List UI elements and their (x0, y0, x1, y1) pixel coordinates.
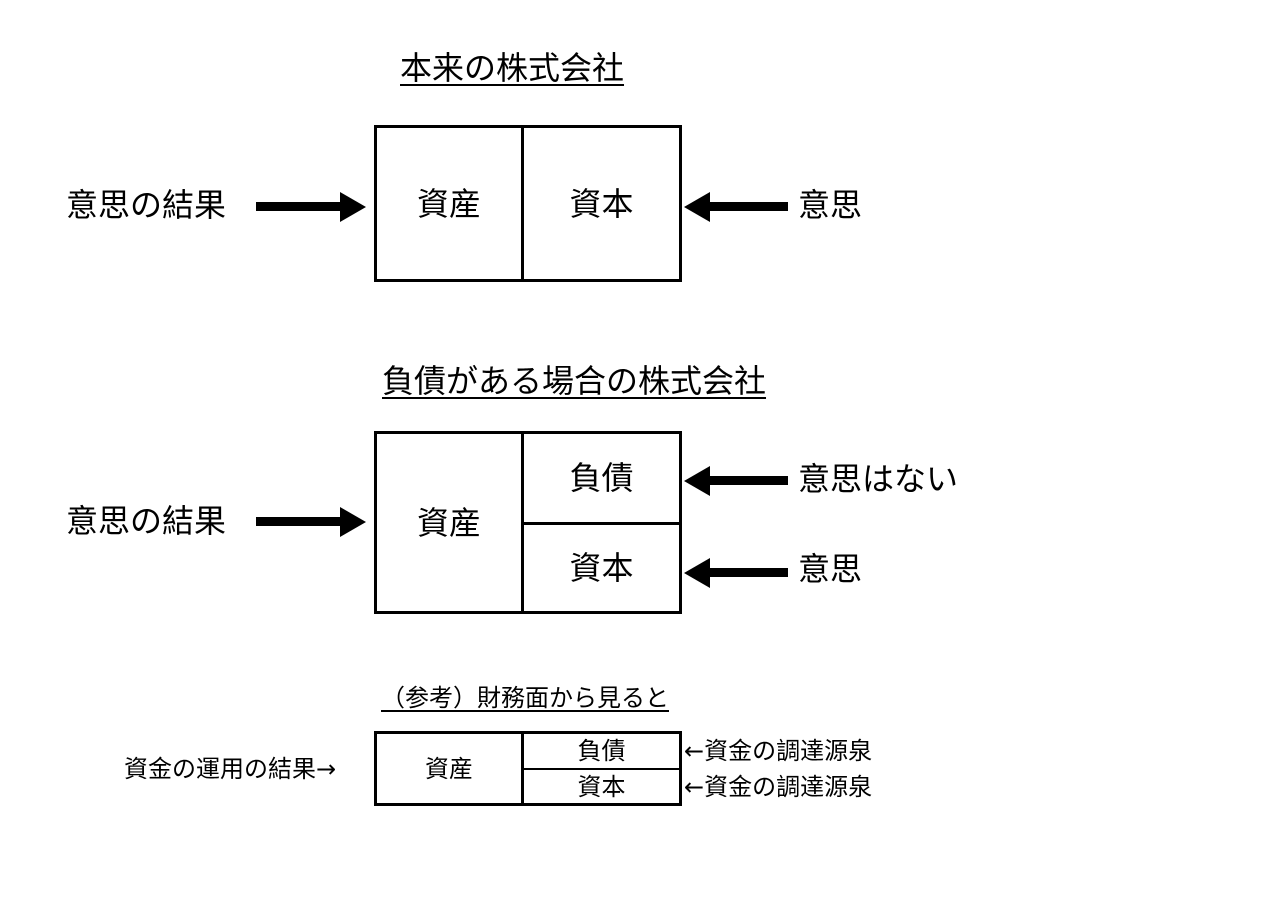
diagram3-title: （参考）財務面から見ると (381, 684, 669, 712)
diagram1-right-arrow-icon (256, 192, 366, 222)
diagram3-balance-box: 資産 負債 資本 (374, 731, 682, 806)
diagram2-capital-cell: 資本 (569, 549, 634, 587)
diagram2-liability-cell: 負債 (569, 459, 634, 497)
diagram1-left-arrow-icon (684, 192, 788, 222)
diagram1-title: 本来の株式会社 (400, 49, 625, 87)
diagram2-liability-label: 意思はない (798, 460, 959, 498)
diagram3-left-label: 資金の運用の結果→ (124, 755, 337, 783)
diagram2-title: 負債がある場合の株式会社 (382, 362, 767, 400)
diagram1-balance-box: 資産 資本 (374, 125, 682, 282)
diagram3-capital-cell: 資本 (577, 772, 626, 801)
diagram2-right-arrow-icon (256, 507, 366, 537)
diagram2-horizontal-divider (524, 522, 679, 525)
diagram1-asset-cell: 資産 (416, 184, 481, 223)
diagram2-capital-arrow-icon (684, 558, 788, 588)
diagram1-left-label: 意思の結果 (66, 186, 227, 224)
diagram3-vertical-divider (521, 734, 524, 803)
diagram2-capital-label: 意思 (798, 550, 863, 588)
diagram3-asset-cell: 資産 (425, 754, 473, 783)
diagram2-asset-cell: 資産 (416, 503, 481, 542)
diagram1-right-label: 意思 (798, 186, 863, 224)
diagram2-vertical-divider (521, 434, 524, 611)
diagram3-liability-cell: 負債 (577, 737, 626, 765)
diagram1-divider (521, 128, 524, 279)
diagram3-liability-label: ←資金の調達源泉 (684, 737, 873, 765)
diagram3-horizontal-divider (524, 768, 679, 770)
diagram1-capital-cell: 資本 (569, 184, 634, 223)
diagram2-liability-arrow-icon (684, 466, 788, 496)
diagram2-left-label: 意思の結果 (66, 502, 227, 540)
diagram3-capital-label: ←資金の調達源泉 (684, 773, 873, 801)
diagram2-balance-box: 資産 負債 資本 (374, 431, 682, 614)
